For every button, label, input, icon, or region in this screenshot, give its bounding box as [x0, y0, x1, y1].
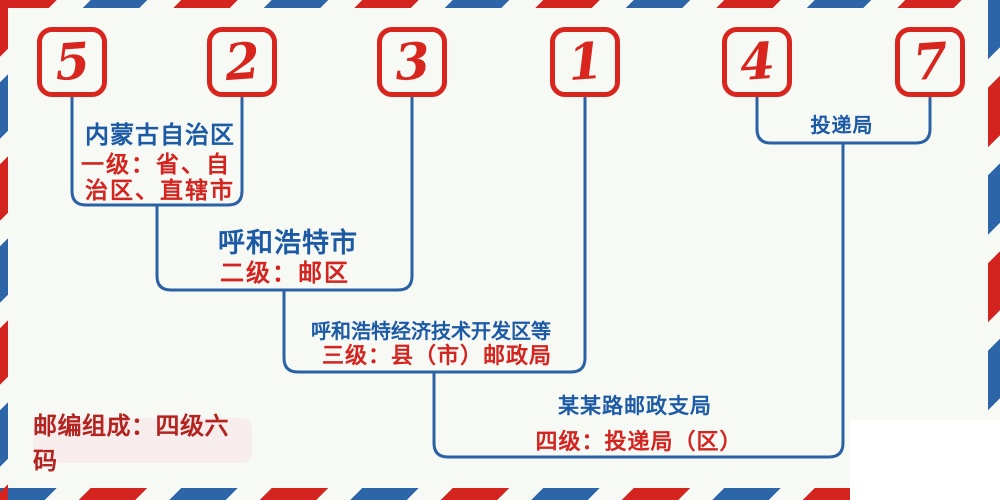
airmail-border-bottom: [0, 488, 1000, 500]
level3-rank-label: 三级：县（市）邮政局: [321, 343, 553, 368]
airmail-border-top: [0, 0, 1000, 8]
digit-value-1: 5: [52, 30, 92, 93]
digit-box-4: 1: [550, 27, 620, 97]
delivery-office-label: 投递局: [810, 115, 874, 137]
digit-box-1: 5: [37, 27, 107, 97]
composition-badge: 邮编组成：四级六码: [33, 413, 252, 475]
digit-value-3: 3: [392, 30, 432, 93]
level4-place-label: 某某路邮政支局: [558, 395, 712, 418]
digit-box-3: 3: [377, 27, 447, 97]
blank-corner-patch: [850, 420, 1000, 500]
airmail-border-right: [988, 0, 1000, 500]
composition-badge-text: 邮编组成：四级六码: [33, 412, 229, 475]
digit-value-2: 2: [222, 30, 262, 93]
digit-box-2: 2: [207, 27, 277, 97]
level2-rank-label: 二级：邮区: [220, 260, 350, 287]
digit-box-5: 4: [722, 27, 792, 97]
digit-value-4: 1: [565, 30, 605, 93]
level1-rank-line2: 治区、直辖市: [85, 177, 235, 203]
digit-value-6: 7: [910, 30, 950, 93]
digit-value-5: 4: [737, 30, 777, 93]
level4-rank-label: 四级：投递局（区）: [535, 429, 743, 454]
digit-box-6: 7: [895, 27, 965, 97]
airmail-border-left: [0, 0, 8, 500]
